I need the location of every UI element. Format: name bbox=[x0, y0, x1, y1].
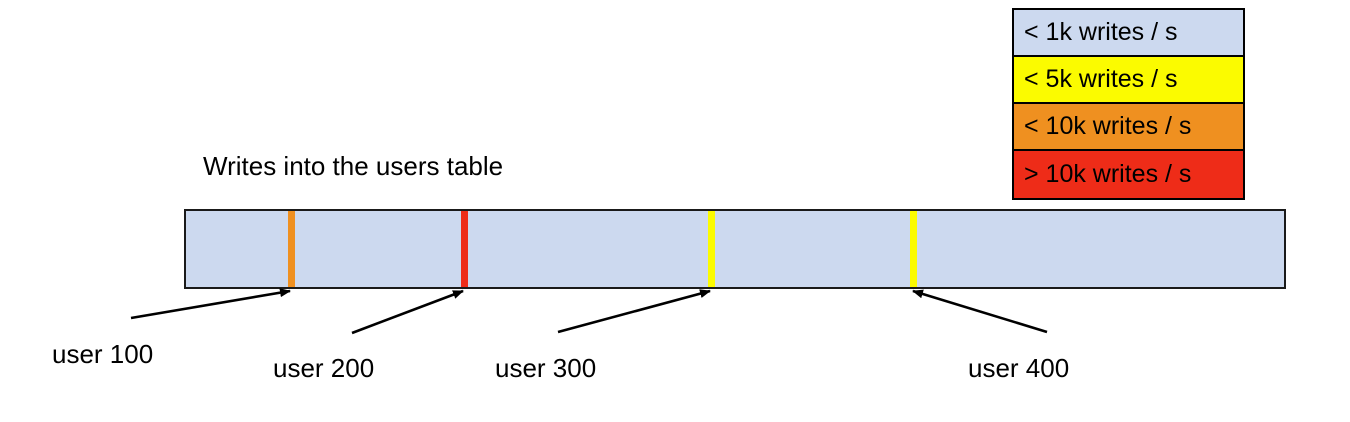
callout-label-user-400: user 400 bbox=[968, 353, 1070, 383]
bar-stripe-user-300 bbox=[708, 211, 715, 287]
bar-stripe-user-200 bbox=[461, 211, 468, 287]
callout-arrow-user-100 bbox=[130, 288, 291, 320]
callout-label-user-300: user 300 bbox=[495, 353, 597, 383]
legend-item-gt-10k: > 10k writes / s bbox=[1014, 151, 1243, 198]
callout-arrow-user-200 bbox=[351, 289, 464, 335]
legend: < 1k writes / s < 5k writes / s < 10k wr… bbox=[1012, 8, 1245, 200]
legend-item-label: < 5k writes / s bbox=[1024, 65, 1178, 93]
bar-stripe-user-100 bbox=[288, 211, 295, 287]
legend-item-lt-5k: < 5k writes / s bbox=[1014, 57, 1243, 104]
legend-item-label: < 10k writes / s bbox=[1024, 112, 1192, 140]
legend-item-label: > 10k writes / s bbox=[1024, 160, 1192, 188]
users-table-bar bbox=[184, 209, 1286, 289]
legend-item-lt-1k: < 1k writes / s bbox=[1014, 10, 1243, 57]
callout-arrow-user-400 bbox=[912, 289, 1048, 334]
callout-arrow-user-300 bbox=[557, 289, 711, 334]
legend-item-lt-10k: < 10k writes / s bbox=[1014, 104, 1243, 151]
chart-title: Writes into the users table bbox=[203, 151, 504, 181]
callout-label-user-200: user 200 bbox=[273, 353, 375, 383]
legend-item-label: < 1k writes / s bbox=[1024, 18, 1178, 46]
callout-label-user-100: user 100 bbox=[52, 339, 154, 369]
bar-stripe-user-400 bbox=[910, 211, 917, 287]
